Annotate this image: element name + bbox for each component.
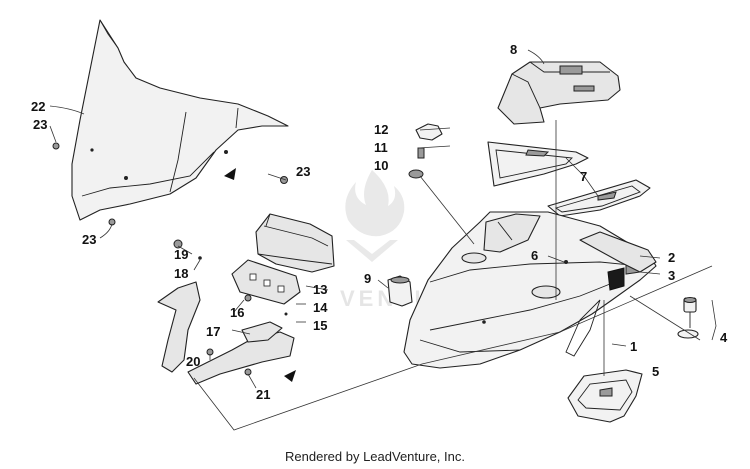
callout-18: 18	[174, 266, 188, 281]
callout-6: 6	[531, 248, 538, 263]
hood-part-1	[403, 211, 657, 369]
callout-23: 23	[82, 232, 96, 247]
callout-9: 9	[364, 271, 371, 286]
callout-23: 23	[33, 117, 47, 132]
callout-22: 22	[31, 99, 45, 114]
callout-13: 13	[313, 282, 327, 297]
callout-4: 4	[720, 330, 728, 345]
callout-17: 17	[206, 324, 220, 339]
gauge-part-13	[255, 213, 335, 273]
callout-8: 8	[510, 42, 517, 57]
callout-3: 3	[668, 268, 675, 283]
switch-part-9	[387, 275, 413, 307]
callout-23: 23	[296, 164, 310, 179]
callout-7: 7	[580, 169, 587, 184]
callout-5: 5	[652, 364, 659, 379]
hardware-part-4	[677, 297, 699, 339]
callout-19: 19	[174, 247, 188, 262]
callout-2: 2	[668, 250, 675, 265]
support-bracket-part-17	[157, 239, 296, 385]
ignition-parts-10-11-12	[408, 123, 443, 179]
windshield-part-22	[71, 19, 289, 221]
panel-part-7	[487, 141, 651, 217]
callout-16: 16	[230, 305, 244, 320]
callout-20: 20	[186, 354, 200, 369]
callouts: 22 23 23 23 8 7 12 11 10 9 6 2 3 4 1 5 1…	[31, 42, 728, 402]
trim-part-5	[567, 369, 643, 423]
callout-12: 12	[374, 122, 388, 137]
callout-11: 11	[374, 140, 388, 155]
callout-21: 21	[256, 387, 270, 402]
bracket-part-14	[231, 259, 301, 316]
cover-part-8	[497, 61, 621, 125]
callout-15: 15	[313, 318, 327, 333]
leader-lines	[49, 49, 717, 431]
render-credit: Rendered by LeadVenture, Inc.	[285, 449, 465, 464]
callout-14: 14	[313, 300, 328, 315]
callout-1: 1	[630, 339, 637, 354]
callout-10: 10	[374, 158, 388, 173]
